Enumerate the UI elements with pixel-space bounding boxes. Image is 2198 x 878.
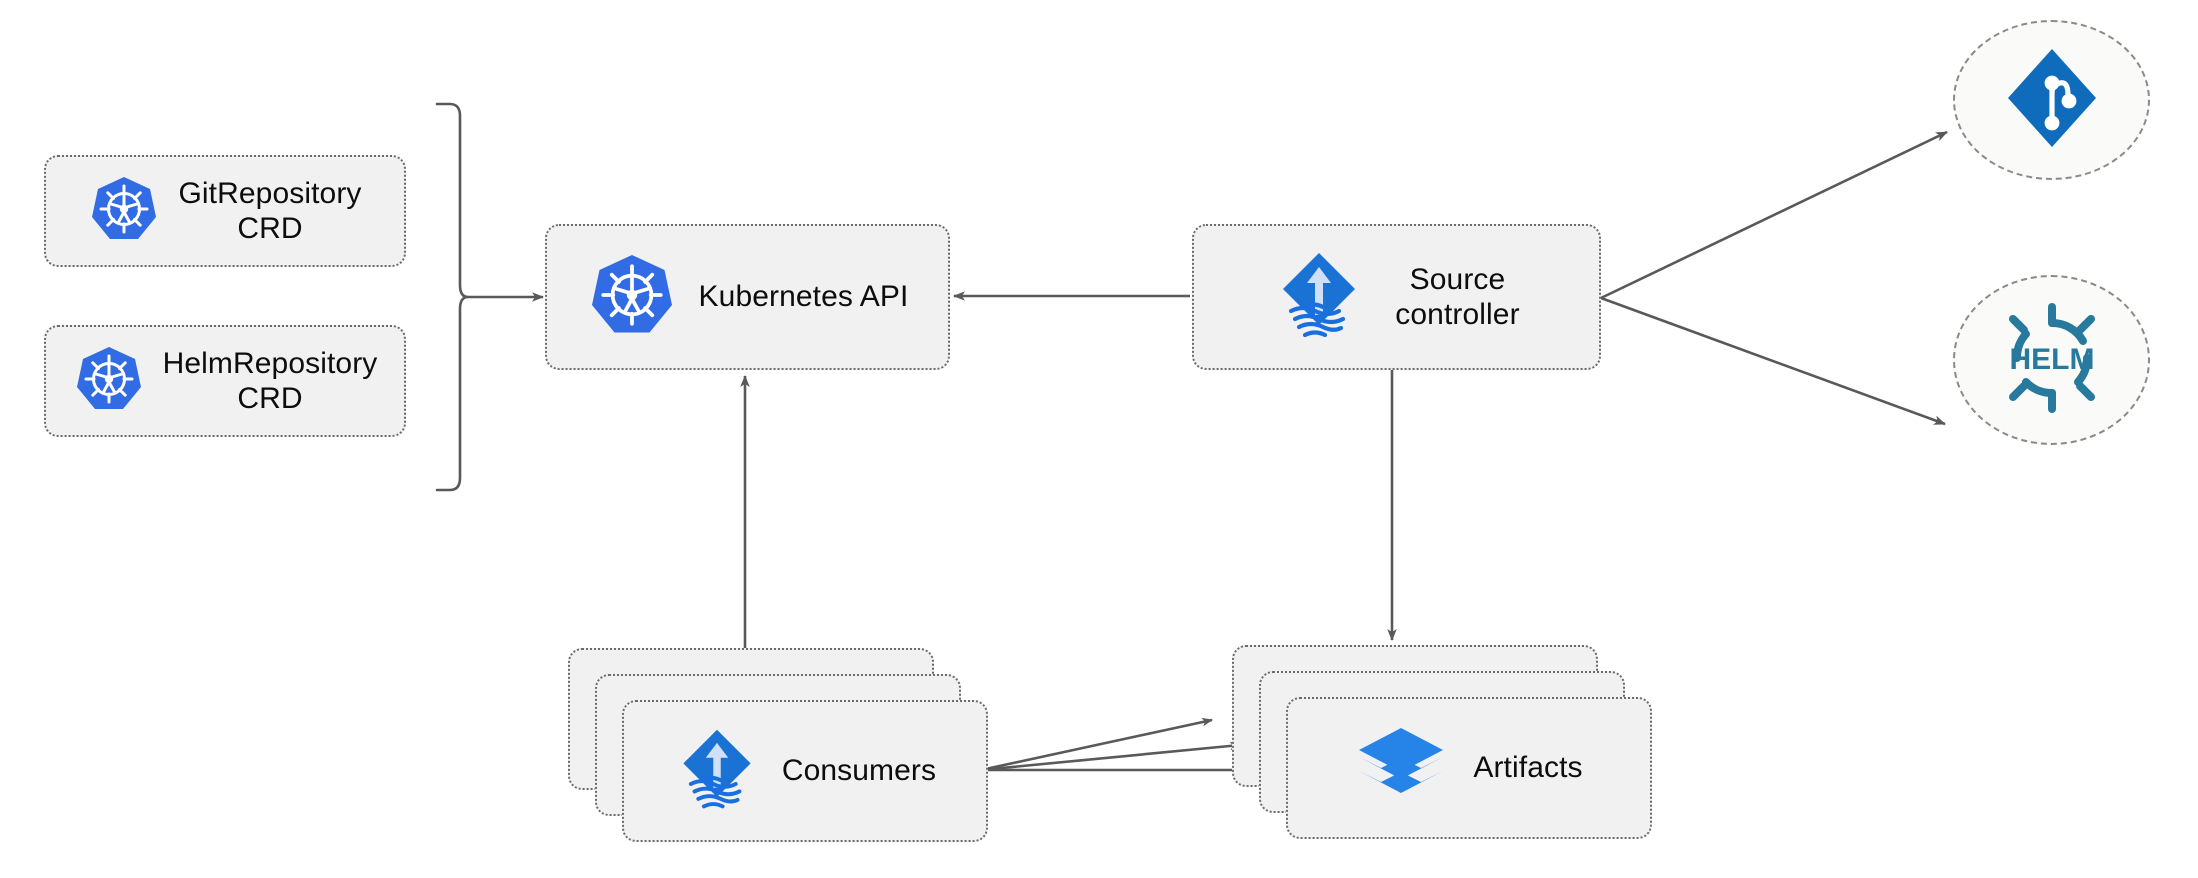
node-git-source[interactable] <box>1953 20 2150 180</box>
edge-source-controller-to-helm-source <box>1600 296 1946 426</box>
node-kubernetes-api[interactable]: Kubernetes API <box>545 224 950 370</box>
node-artifacts-stack: Artifacts <box>1232 645 1652 857</box>
kubernetes-icon <box>587 250 677 345</box>
helm-icon: HELM <box>1993 299 2111 422</box>
helm-wordmark: HELM <box>2009 343 2094 376</box>
edge-consumers-to-artifacts-1 <box>980 717 1213 772</box>
node-helm-repository-crd[interactable]: HelmRepository CRD <box>44 325 406 437</box>
node-artifacts-label: Artifacts <box>1473 751 1583 785</box>
edge-source-controller-to-git-source <box>1600 130 1948 300</box>
node-helm-repository-crd-label: HelmRepository CRD <box>162 346 378 415</box>
kubernetes-icon <box>88 173 160 250</box>
node-git-repository-crd[interactable]: GitRepository CRD <box>44 155 406 267</box>
node-consumers[interactable]: Consumers <box>622 700 988 842</box>
node-helm-source[interactable]: HELM <box>1953 275 2150 445</box>
crd-bracket <box>435 102 469 492</box>
node-consumers-stack: Consumers <box>568 648 988 858</box>
git-icon <box>2002 45 2102 156</box>
flux-icon <box>1273 245 1365 350</box>
layers-icon <box>1355 720 1447 817</box>
edge-consumers-to-artifacts-2 <box>980 741 1241 772</box>
kubernetes-icon <box>73 343 145 420</box>
node-source-controller[interactable]: Source controller <box>1192 224 1601 370</box>
node-consumers-label: Consumers <box>781 754 937 788</box>
node-source-controller-label: Source controller <box>1395 262 1520 331</box>
node-artifacts[interactable]: Artifacts <box>1286 697 1652 839</box>
node-kubernetes-api-label: Kubernetes API <box>698 280 909 314</box>
node-git-repository-crd-label: GitRepository CRD <box>178 176 362 245</box>
flux-icon <box>674 721 760 822</box>
